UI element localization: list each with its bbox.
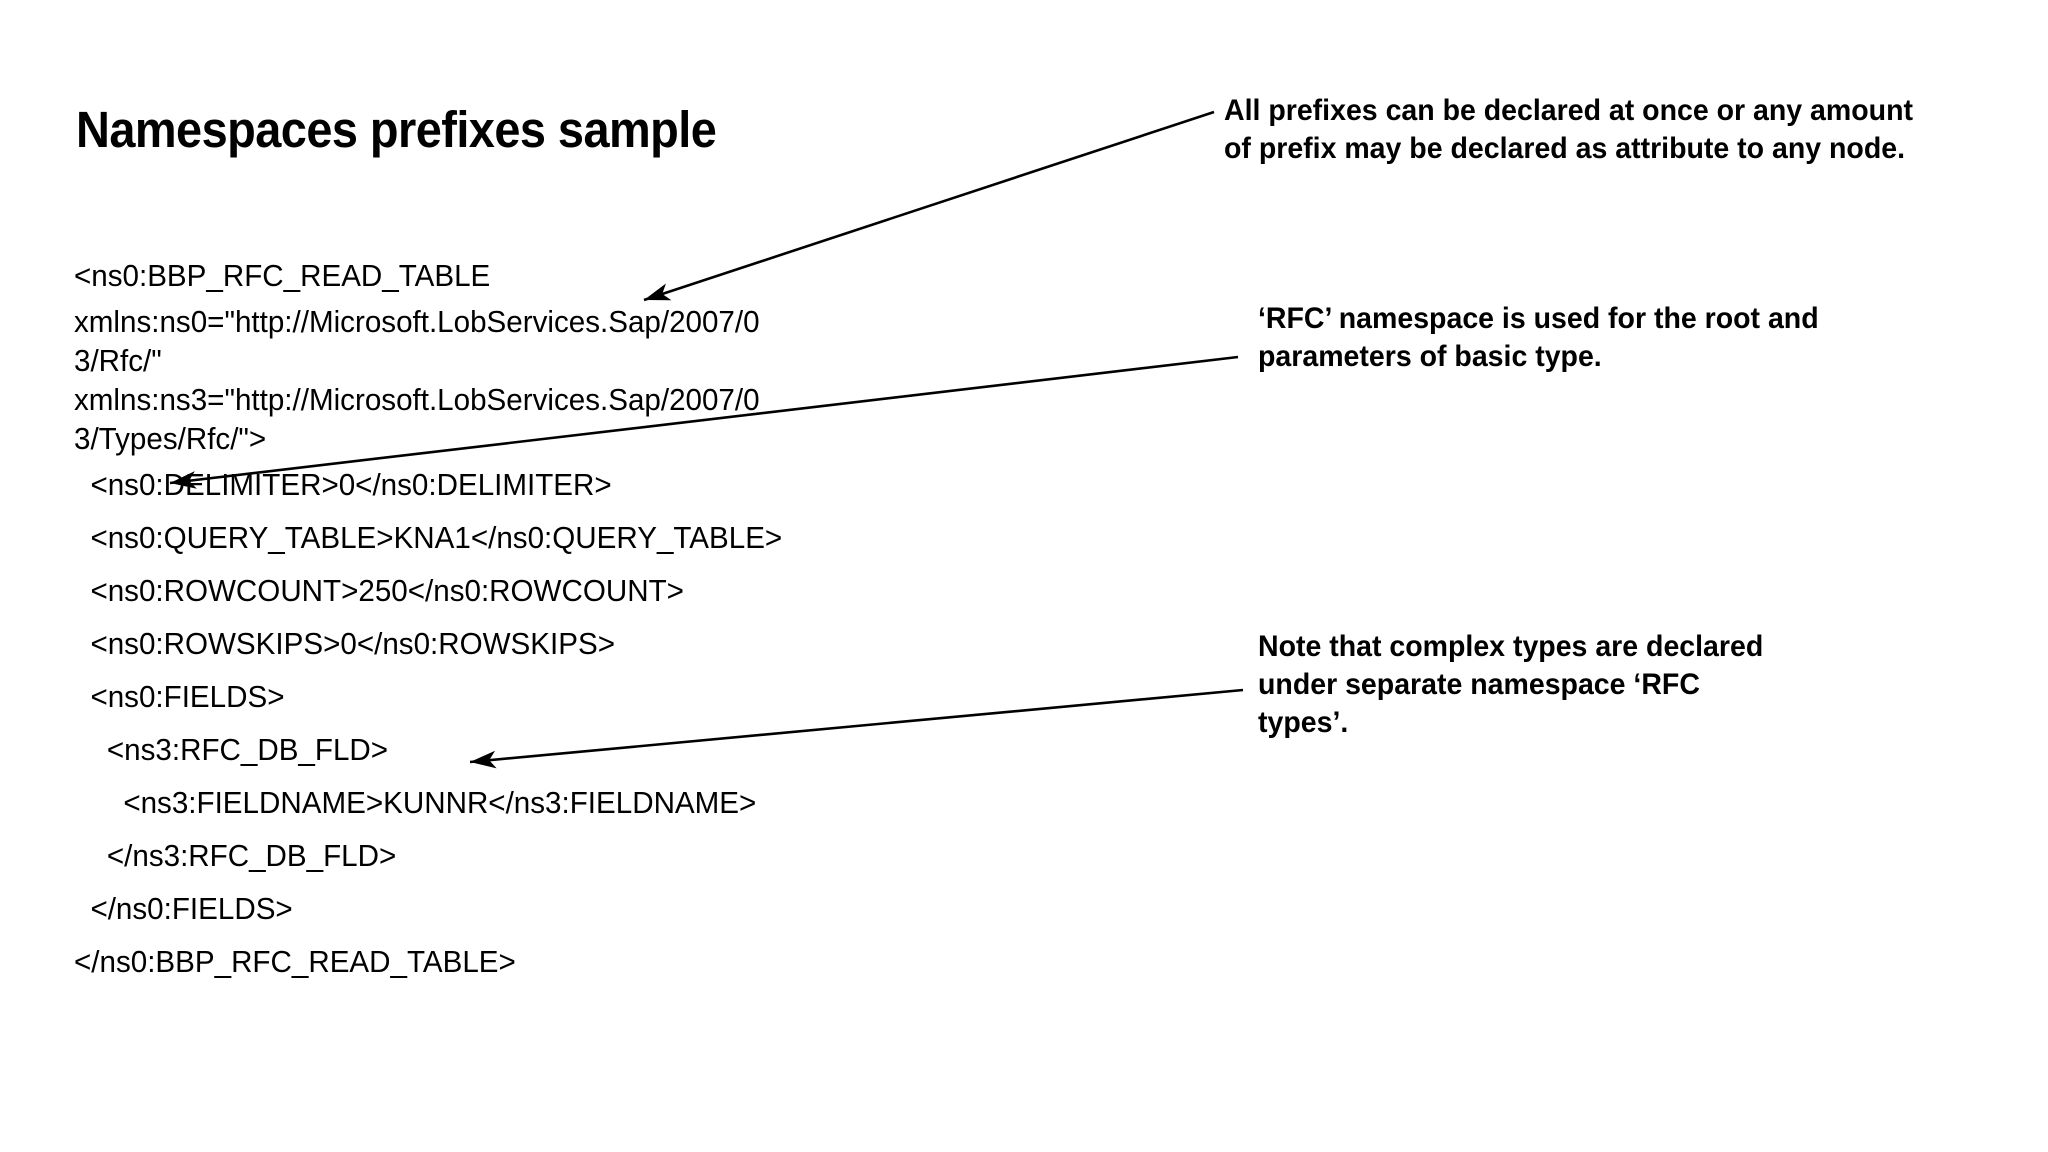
xml-line: <ns0:ROWSKIPS>0</ns0:ROWSKIPS> (74, 627, 615, 661)
xml-line: 3/Rfc/" (74, 344, 162, 378)
xml-line: </ns0:BBP_RFC_READ_TABLE> (74, 945, 516, 979)
annotation-complex-types: Note that complex types are declared und… (1258, 630, 1764, 739)
xml-line: xmlns:ns3="http://Microsoft.LobServices.… (74, 383, 760, 417)
xml-line: </ns0:FIELDS> (74, 892, 293, 926)
xml-line: <ns0:QUERY_TABLE>KNA1</ns0:QUERY_TABLE> (74, 521, 783, 555)
page-title: Namespaces prefixes sample (76, 101, 717, 158)
xml-line: <ns0:ROWCOUNT>250</ns0:ROWCOUNT> (74, 574, 684, 608)
xml-line: <ns0:DELIMITER>0</ns0:DELIMITER> (74, 468, 612, 502)
xml-line: <ns3:RFC_DB_FLD> (74, 733, 389, 767)
annotation-prefixes: All prefixes can be declared at once or … (1224, 94, 1913, 165)
xml-line: xmlns:ns0="http://Microsoft.LobServices.… (74, 305, 760, 339)
xml-line: <ns0:BBP_RFC_READ_TABLE (74, 259, 491, 293)
xml-line: 3/Types/Rfc/"> (74, 422, 267, 456)
xml-line: <ns0:FIELDS> (74, 680, 285, 714)
xml-code-sample: <ns0:BBP_RFC_READ_TABLE xmlns:ns0="http:… (74, 250, 976, 989)
xml-line: <ns3:FIELDNAME>KUNNR</ns3:FIELDNAME> (74, 786, 757, 820)
xml-line: </ns3:RFC_DB_FLD> (74, 839, 397, 873)
annotation-rfc-namespace: ‘RFC’ namespace is used for the root and… (1258, 302, 1819, 373)
